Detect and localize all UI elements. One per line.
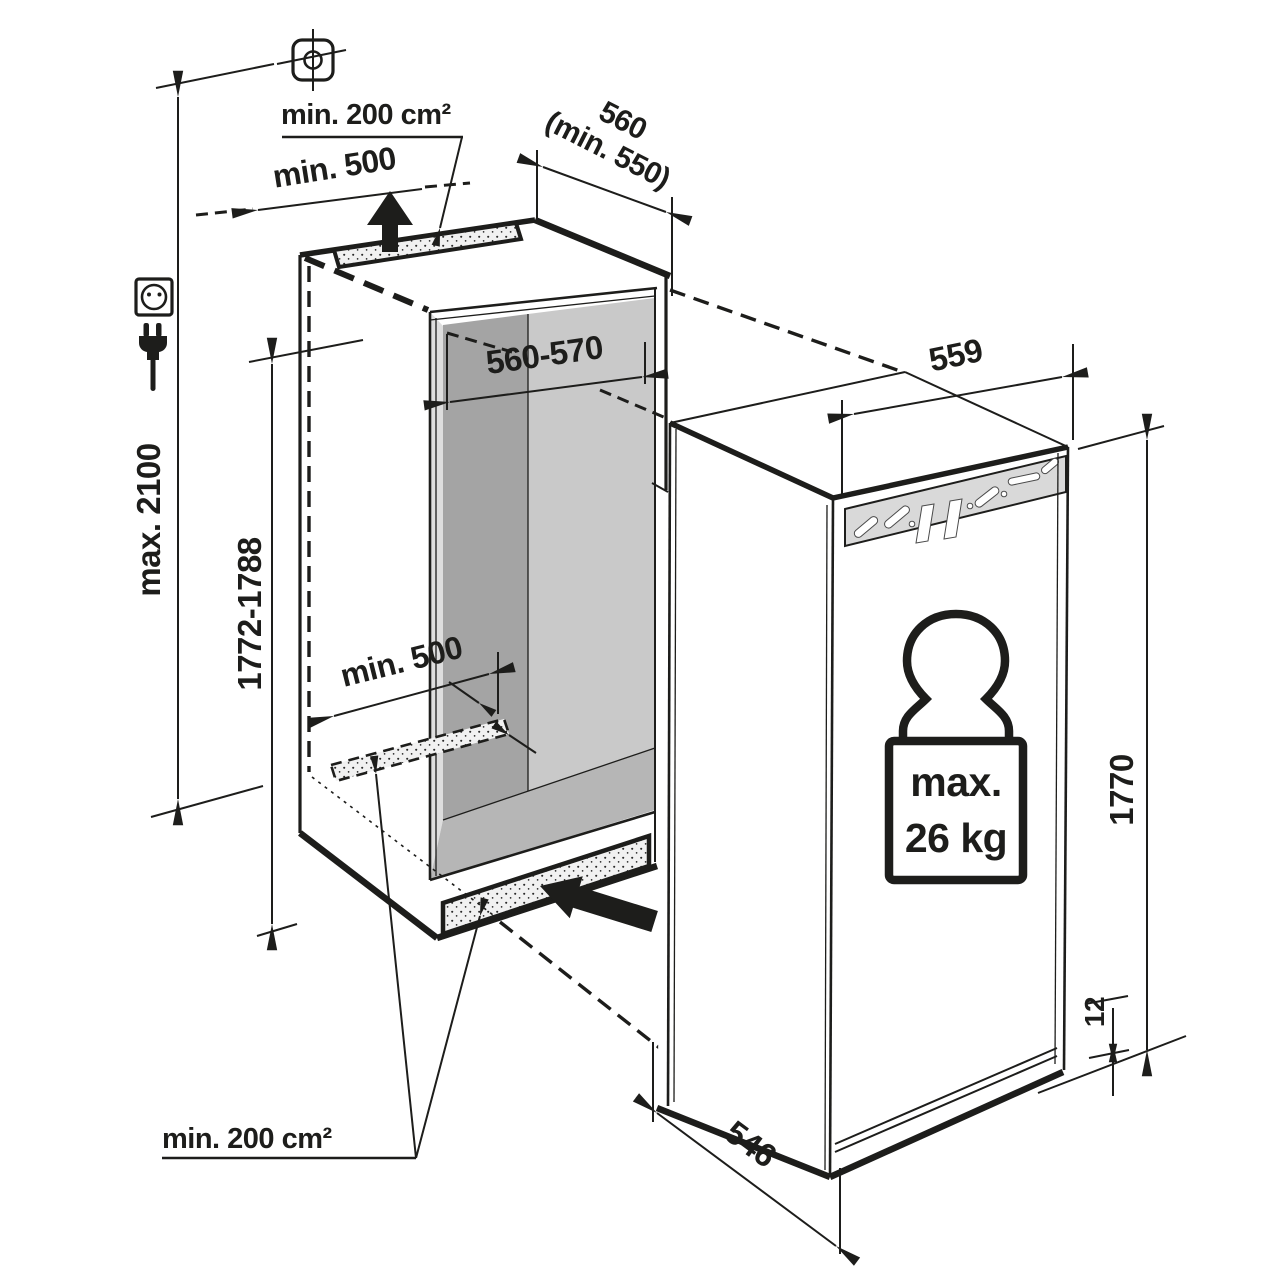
label-top-vent-area-text: min. 200 cm²	[281, 99, 452, 131]
appliance-side-face	[657, 423, 833, 1177]
power-plug-icon	[139, 323, 167, 391]
dim-plinth-gap: 12	[1079, 995, 1130, 1096]
dim-niche-height: 1772-1788	[231, 337, 364, 951]
dim-top-rear-gap-label: min. 500	[270, 140, 398, 195]
dim-appliance-width-label: 559	[926, 331, 986, 378]
weight-limit-prefix: max.	[910, 759, 1001, 805]
weight-limit-value: 26 kg	[905, 815, 1007, 861]
label-top-vent-area: min. 200 cm²	[281, 99, 463, 247]
niche-back-wall-light	[528, 298, 655, 791]
appliance: max. 26 kg	[655, 371, 1070, 1181]
dim-max-total-height-label: max. 2100	[130, 443, 167, 596]
label-bottom-vent-area: min. 200 cm²	[162, 755, 489, 1160]
dim-max-total-height: max. 2100	[130, 63, 275, 826]
cabinet-niche	[298, 216, 672, 942]
dim-appliance-height-label: 1770	[1103, 754, 1140, 825]
airflow-up-arrow-icon	[367, 191, 413, 252]
airflow-in-arrow-icon	[540, 876, 658, 932]
power-socket-icon	[134, 277, 174, 317]
label-bottom-vent-area-text: min. 200 cm²	[162, 1123, 333, 1155]
dim-appliance-height: 1770	[1037, 413, 1187, 1094]
top-vent-strip	[331, 220, 524, 270]
mounting-bracket-strip	[844, 454, 1067, 548]
dim-top-rear-gap: min. 500	[195, 140, 471, 219]
dim-niche-depth: 560 (min. 550)	[516, 95, 693, 296]
dim-niche-height-label: 1772-1788	[231, 537, 268, 690]
registration-mark-icon	[276, 29, 347, 91]
insertion-guides	[498, 288, 901, 1055]
niche-floor	[430, 748, 655, 880]
dim-plinth-gap-label: 12	[1079, 997, 1110, 1027]
weight-icon: max. 26 kg	[884, 609, 1028, 885]
